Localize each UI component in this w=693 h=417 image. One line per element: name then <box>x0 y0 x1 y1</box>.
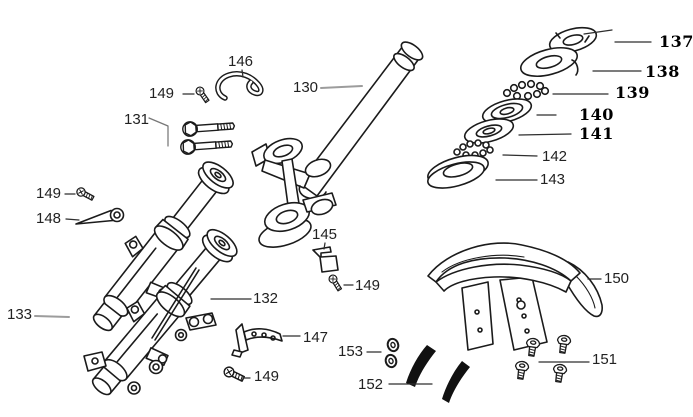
part-138-top-cone-race <box>520 46 579 78</box>
label-149-c: 149 <box>355 277 381 294</box>
part-148-cotter-pin <box>75 207 125 225</box>
label-146: 146 <box>228 53 254 70</box>
part-137-steering-stem-nut <box>548 26 598 54</box>
part-149-screw-b <box>74 185 96 203</box>
leader-131 <box>148 117 169 147</box>
label-132: 132 <box>253 290 279 307</box>
part-140-bearing-race-upper <box>481 98 533 124</box>
leader-146 <box>241 69 244 78</box>
fork-mount-hardware <box>83 267 217 395</box>
leader-148 <box>65 218 80 221</box>
label-145: 145 <box>312 226 338 243</box>
leader-130 <box>320 85 363 89</box>
part-146-spring-hook <box>215 70 264 101</box>
label-152: 152 <box>358 376 384 393</box>
part-139-ball-bearing-cage-upper <box>502 79 550 101</box>
label-147: 147 <box>303 329 329 346</box>
label-153: 153 <box>338 343 364 360</box>
label-149-b: 149 <box>36 185 62 202</box>
part-141-bearing-race-lower <box>463 118 515 144</box>
part-153-grommets <box>383 336 401 370</box>
label-130: 130 <box>293 79 319 96</box>
leader-142 <box>502 154 538 157</box>
part-147-brake-hose-bracket <box>231 323 283 358</box>
label-148: 148 <box>36 210 62 227</box>
label-151: 151 <box>592 351 618 368</box>
label-133: 133 <box>7 306 33 323</box>
label-131: 131 <box>124 111 150 128</box>
label-139: 139 <box>615 83 650 102</box>
label-141: 141 <box>579 124 614 143</box>
label-137: 137 <box>659 32 693 51</box>
part-149-screw-d <box>221 364 247 385</box>
label-140: 140 <box>579 105 614 124</box>
part-131-clamp-bolts <box>179 117 236 156</box>
part-triple-clamp <box>251 137 337 248</box>
part-150-front-fender <box>427 242 603 351</box>
part-152-reflector-strips <box>406 345 470 403</box>
label-149-a: 149 <box>149 85 175 102</box>
label-143: 143 <box>540 171 566 188</box>
label-138: 138 <box>645 62 680 81</box>
label-149-d: 149 <box>254 368 280 385</box>
label-150: 150 <box>604 270 630 287</box>
part-149-screw-c <box>326 272 344 293</box>
leader-141 <box>518 133 572 136</box>
leader-137-part <box>583 29 613 35</box>
leader-lines <box>34 29 652 385</box>
part-143-dust-seal <box>427 154 489 189</box>
leader-145 <box>323 242 326 250</box>
leader-133 <box>34 315 70 318</box>
label-142: 142 <box>542 148 568 165</box>
part-145-cable-bracket <box>312 246 339 273</box>
part-149-screw-a <box>193 84 212 105</box>
